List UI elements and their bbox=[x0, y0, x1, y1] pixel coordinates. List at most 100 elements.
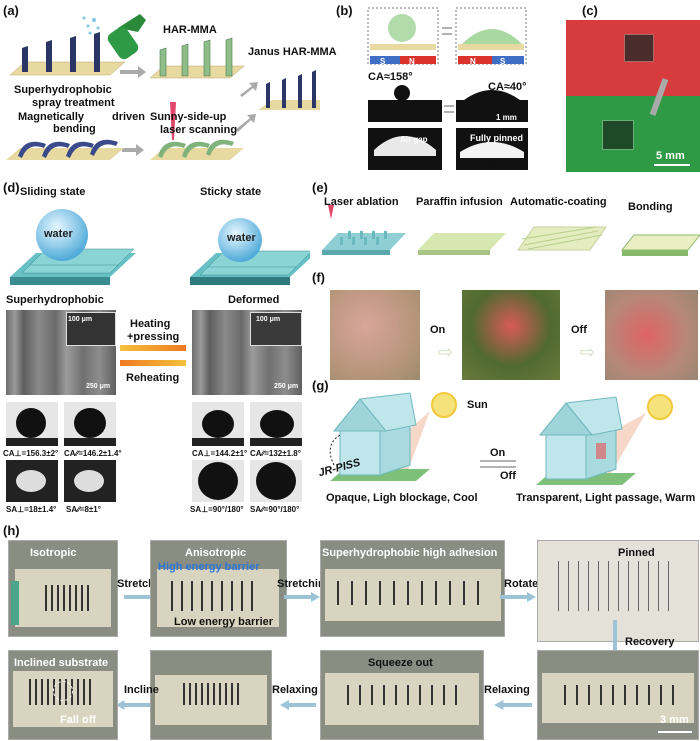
on-label-g: On bbox=[490, 447, 506, 459]
sa-perp-left: SA⊥=18±1.4° bbox=[6, 505, 57, 514]
reheating-label: Reheating bbox=[126, 372, 180, 384]
sem-left bbox=[6, 310, 116, 395]
sem-right-scale-250: 250 μm bbox=[274, 383, 299, 390]
arrow-icon-h7 bbox=[116, 700, 150, 710]
green-photo bbox=[566, 96, 700, 172]
sun-label: Sun bbox=[467, 399, 488, 411]
scale-3mm: 3 mm bbox=[660, 714, 689, 726]
arrow-icon-h3 bbox=[500, 592, 536, 602]
photo-off bbox=[605, 290, 698, 380]
har-mma-label: HAR-MMA bbox=[163, 24, 217, 36]
anisotropic-label: Anisotropic bbox=[185, 547, 247, 559]
bend-label-3: bending bbox=[53, 123, 96, 135]
scale-1mm: 1 mm bbox=[496, 113, 517, 122]
sticky-state-label: Sticky state bbox=[200, 186, 262, 198]
superhydrophobic-label: Superhydrophobic bbox=[6, 294, 104, 306]
fall-off-label: Fall off bbox=[60, 714, 97, 726]
ca-perp-left: CA⊥=156.3±2° bbox=[3, 449, 59, 458]
drop-sa-par-left bbox=[64, 460, 116, 502]
magnet-n2-label: N bbox=[470, 57, 476, 66]
panel-a-label: (a) bbox=[3, 3, 19, 18]
laser-label-2: laser scanning bbox=[160, 124, 238, 136]
spray-label-2: spray treatment bbox=[32, 97, 115, 109]
pressing-label: +pressing bbox=[127, 331, 180, 343]
reheating-arrow-icon bbox=[120, 360, 186, 366]
ca-par-right: CA∕∕=132±1.8° bbox=[250, 449, 301, 458]
arrow-icon-h5 bbox=[494, 700, 532, 710]
step-paraffin-infusion: Paraffin infusion bbox=[416, 196, 503, 208]
stretching-label-2: Stretching bbox=[277, 578, 332, 590]
spray-label-1: Superhydrophobic bbox=[14, 84, 112, 96]
drop-sa-perp-right bbox=[192, 460, 244, 502]
off-label-f: Off bbox=[571, 324, 587, 336]
deformed-label: Deformed bbox=[228, 294, 280, 306]
drop-ca-perp-right bbox=[192, 402, 244, 446]
drop-ca-perp-left bbox=[6, 402, 58, 446]
h-frame-isotropic bbox=[8, 540, 118, 637]
janus-label: Janus HAR-MMA bbox=[248, 46, 337, 58]
scale-5mm: 5 mm bbox=[656, 150, 685, 162]
sa-perp-right: SA⊥=90°/180° bbox=[190, 505, 244, 514]
panel-h-label: (h) bbox=[3, 523, 20, 538]
drop-sa-par-right bbox=[250, 460, 302, 502]
step-laser-ablation: Laser ablation bbox=[324, 196, 399, 208]
water-label-right: water bbox=[227, 232, 256, 244]
inclined-substrate-label: Inclined substrate bbox=[14, 657, 109, 669]
high-barrier-label: High energy barrier bbox=[158, 561, 260, 573]
arrow-icon-h6 bbox=[280, 700, 316, 710]
drop-sa-perp-left bbox=[6, 460, 58, 502]
panel-f-label: (f) bbox=[312, 270, 325, 285]
sliding-state-label: Sliding state bbox=[20, 186, 86, 198]
bend-label-2: driven bbox=[112, 111, 146, 123]
step-auto-coating: Automatic-coating bbox=[510, 196, 607, 208]
fully-pinned-label: Fully pinned bbox=[470, 133, 523, 143]
h-frame-recovered bbox=[537, 650, 699, 740]
panel-e-label: (e) bbox=[312, 180, 328, 195]
sa-par-right: SA∕∕=90°/180° bbox=[250, 505, 300, 514]
arrow-icon-h1 bbox=[124, 592, 164, 602]
arrow-icon-h4 bbox=[610, 620, 620, 660]
drop-ca-par-right bbox=[250, 402, 302, 446]
sem-right bbox=[192, 310, 302, 395]
heating-arrow-icon bbox=[120, 345, 186, 351]
panel-b-illustration bbox=[367, 7, 528, 170]
panel-b-label: (b) bbox=[336, 3, 353, 18]
h-frame-relaxed bbox=[150, 650, 272, 740]
sem-right-scale-100: 100 μm bbox=[256, 316, 281, 323]
h-frame-inclined bbox=[8, 650, 118, 740]
arrow-icon-f2: ⇨ bbox=[580, 342, 596, 362]
superhydrophobic-adhesion-label: Superhydrophobic high adhesion bbox=[322, 547, 498, 559]
ca-par-left: CA∕∕=146.2±1.4° bbox=[64, 449, 122, 458]
spray-bottle-icon bbox=[82, 14, 146, 60]
photo-initial bbox=[330, 290, 420, 380]
red-photo bbox=[566, 20, 700, 96]
sem-left-scale-250: 250 μm bbox=[86, 383, 111, 390]
heating-label: Heating bbox=[130, 318, 171, 330]
panel-a-illustration bbox=[6, 14, 320, 160]
arrow-icon-h2 bbox=[284, 592, 320, 602]
panel-d-schematic bbox=[10, 209, 310, 285]
h-frame-squeeze bbox=[320, 650, 484, 740]
transparent-caption: Transparent, Light passage, Warm bbox=[516, 492, 696, 504]
magnet-s2-label: S bbox=[500, 57, 506, 66]
panel-g-houses bbox=[329, 392, 673, 485]
water-label-left: water bbox=[44, 228, 73, 240]
panel-e-steps bbox=[322, 205, 700, 256]
ca-40-label: CA≈40° bbox=[488, 81, 527, 93]
low-barrier-label: Low energy barrier bbox=[174, 616, 274, 628]
pinned-label: Pinned bbox=[618, 547, 655, 559]
sa-par-left: SA∕∕=8±1° bbox=[66, 505, 101, 514]
panel-d-label: (d) bbox=[3, 180, 20, 195]
recovery-label: Recovery bbox=[625, 636, 675, 648]
isotropic-label: Isotropic bbox=[30, 547, 77, 559]
relaxing-label-2: Relaxing bbox=[272, 684, 318, 696]
h-frame-pinned bbox=[537, 540, 699, 642]
ca-perp-right: CA⊥=144.2±1° bbox=[192, 449, 248, 458]
sem-left-scale-100: 100 μm bbox=[68, 316, 93, 323]
laser-label-1: Sunny-side-up bbox=[150, 111, 227, 123]
step-bonding: Bonding bbox=[628, 201, 673, 213]
off-label-g: Off bbox=[500, 470, 516, 482]
scale-500um: 500 μm bbox=[488, 160, 516, 169]
on-label-f: On bbox=[430, 324, 446, 336]
squeeze-out-label: Squeeze out bbox=[368, 657, 433, 669]
